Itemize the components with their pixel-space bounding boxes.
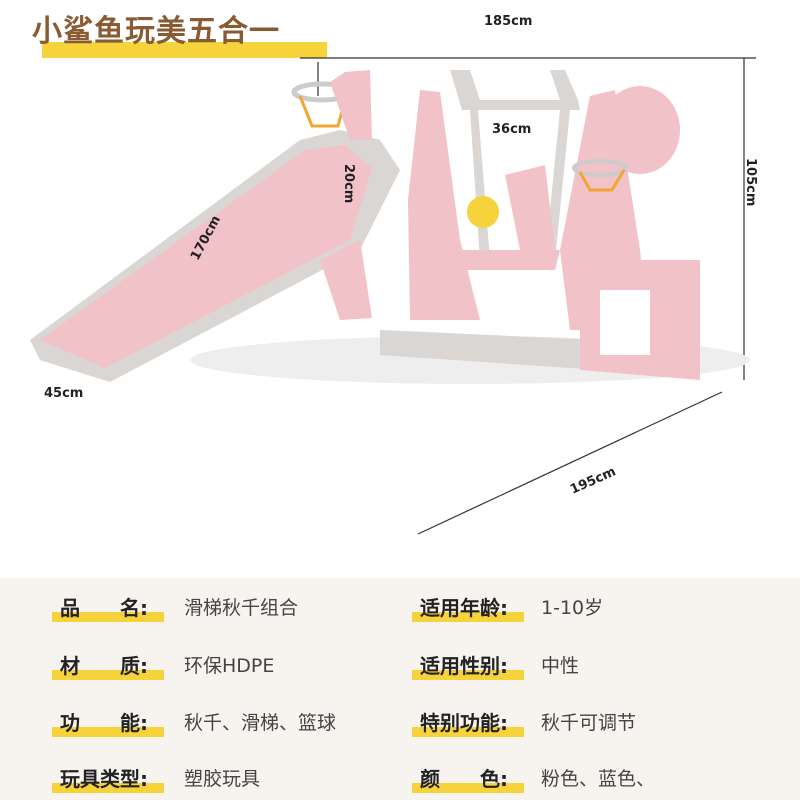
step-height-label: 20cm (341, 164, 356, 204)
label-highlight (52, 783, 164, 793)
spec-label-special: 特别功能: (420, 711, 508, 735)
label-highlight (52, 670, 164, 680)
spec-label-name: 品 名: (60, 596, 148, 620)
spec-label-function: 功 能: (60, 711, 148, 735)
width-label: 185cm (484, 14, 533, 29)
swing-base (380, 260, 700, 380)
spec-value-function: 秋千、滑梯、篮球 (184, 712, 337, 734)
depth-dimension-line (417, 391, 723, 535)
spec-label-color: 颜 色: (420, 767, 508, 791)
label-highlight (412, 670, 524, 680)
height-label: 105cm (743, 158, 758, 207)
left-hoop (291, 70, 372, 140)
spec-label-type: 玩具类型: (60, 767, 148, 791)
spec-value-age: 1-10岁 (541, 597, 604, 619)
spec-value-gender: 中性 (541, 655, 580, 677)
slide-width-label: 45cm (44, 386, 84, 401)
playset-illustration (30, 57, 756, 535)
label-highlight (412, 727, 524, 737)
slide (30, 130, 400, 382)
label-highlight (412, 783, 524, 793)
page-title: 小鲨鱼玩美五合一 (32, 14, 280, 49)
label-highlight (412, 612, 524, 622)
title-underline (42, 42, 327, 58)
spec-value-name: 滑梯秋千组合 (184, 597, 299, 619)
spec-label-gender: 适用性别: (420, 654, 508, 678)
swing-width-label: 36cm (492, 122, 532, 137)
spec-value-special: 秋千可调节 (541, 712, 637, 734)
title-block: 小鲨鱼玩美五合一 (32, 6, 332, 66)
spec-value-type: 塑胶玩具 (184, 768, 261, 790)
spec-value-color: 粉色、蓝色、 (541, 768, 656, 790)
label-highlight (52, 727, 164, 737)
spec-label-age: 适用年龄: (420, 596, 508, 620)
spec-value-material: 环保HDPE (184, 655, 275, 677)
spec-label-material: 材 质: (60, 654, 148, 678)
right-hoop (572, 86, 680, 192)
label-highlight (52, 612, 164, 622)
spec-panel: 品 名: 滑梯秋千组合 适用年龄: 1-10岁 材 质: 环保HDPE 适用性别… (0, 578, 800, 800)
